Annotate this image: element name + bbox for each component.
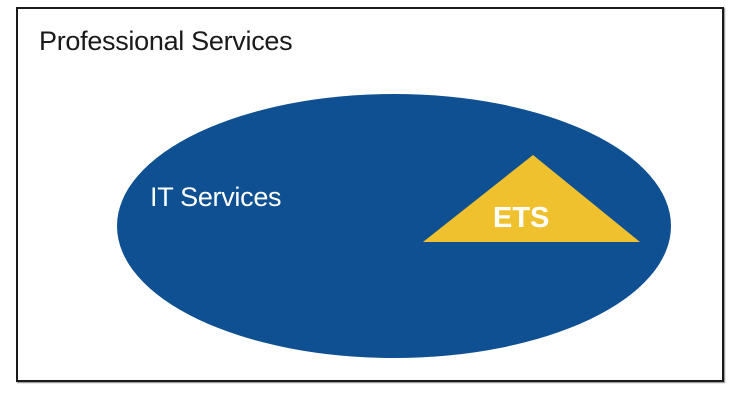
ets-triangle: [423, 155, 640, 242]
professional-services-label: Professional Services: [39, 26, 293, 56]
it-services-label: IT Services: [150, 182, 282, 212]
ets-label: ETS: [493, 202, 550, 234]
